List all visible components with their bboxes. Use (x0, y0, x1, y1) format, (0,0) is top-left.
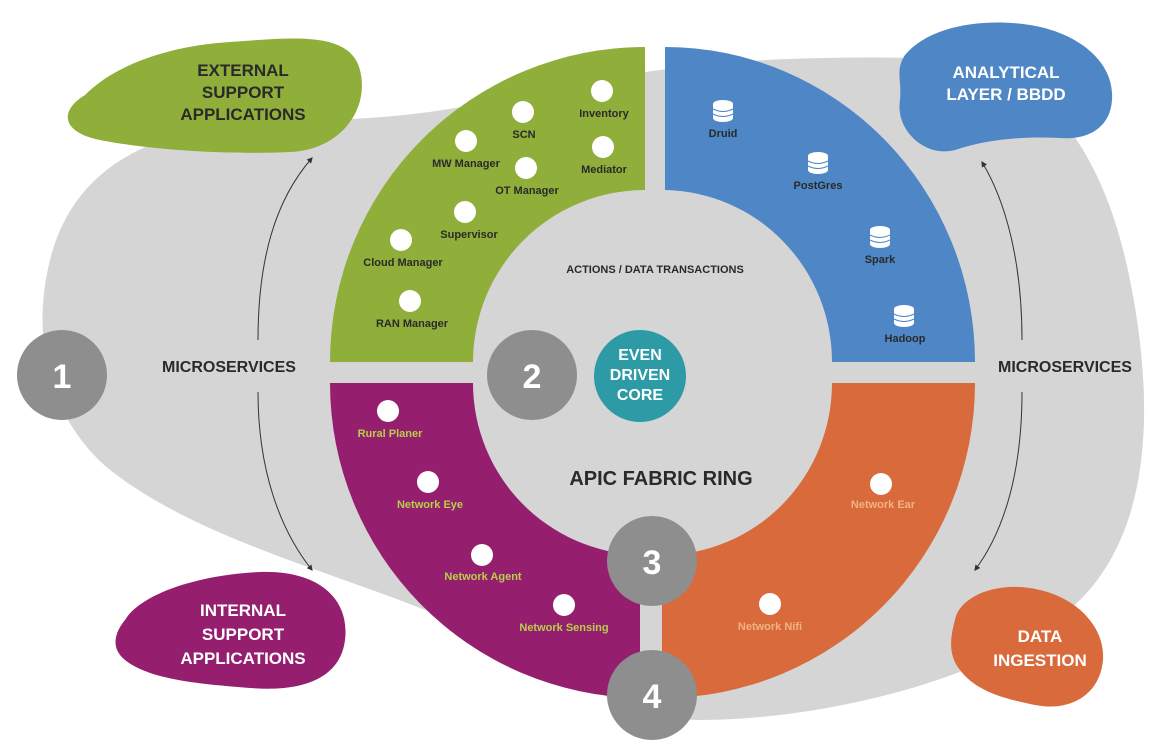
microservices-right: MICROSERVICES (998, 359, 1132, 376)
green-node-ot-manager: OT Manager (495, 157, 559, 197)
svg-text:RAN Manager: RAN Manager (376, 318, 449, 330)
actions-label: ACTIONS / DATA TRANSACTIONS (566, 264, 744, 276)
blue-node-hadoop: Hadoop (885, 305, 926, 345)
ingestion-label: DATA INGESTION (993, 627, 1087, 670)
database-icon (712, 100, 734, 122)
blue-quadrant (665, 47, 975, 362)
svg-text:LAYER / BBDD: LAYER / BBDD (946, 85, 1065, 104)
svg-text:Druid: Druid (709, 128, 738, 140)
internal-label: INTERNAL SUPPORT APPLICATIONS (180, 601, 305, 668)
svg-text:Network Sensing: Network Sensing (519, 622, 608, 634)
green-node-inventory: Inventory (579, 80, 630, 120)
svg-text:Network Eye: Network Eye (397, 499, 463, 511)
svg-text:Network Nifi: Network Nifi (738, 621, 802, 633)
database-icon (869, 226, 891, 248)
number-2: 2 (487, 330, 577, 420)
blue-node-postgres: PostGres (794, 152, 843, 192)
svg-text:Hadoop: Hadoop (885, 333, 926, 345)
right-arrow-up (981, 160, 1023, 341)
core-circle (594, 330, 686, 422)
green-quadrant (330, 47, 645, 362)
analytical-label: ANALYTICAL LAYER / BBDD (946, 63, 1065, 104)
svg-text:Network Ear: Network Ear (851, 499, 916, 511)
blue-node-druid: Druid (709, 100, 738, 140)
internal-blob (115, 571, 346, 689)
analytical-blob (899, 22, 1113, 152)
svg-text:CORE: CORE (617, 387, 664, 404)
svg-text:ANALYTICAL: ANALYTICAL (952, 63, 1059, 82)
svg-text:EVEN: EVEN (618, 347, 662, 364)
svg-text:MW Manager: MW Manager (432, 158, 501, 170)
purple-node-network-eye: Network Eye (397, 471, 463, 511)
purple-node-rural-planer: Rural Planer (358, 400, 424, 440)
green-node-supervisor: Supervisor (440, 201, 498, 241)
orange-quadrant (662, 383, 975, 698)
svg-text:1: 1 (53, 358, 72, 396)
green-node-cloud-manager: Cloud Manager (363, 229, 443, 269)
ring-label: APIC FABRIC RING (569, 468, 752, 490)
green-node-ran-manager: RAN Manager (376, 290, 449, 330)
svg-text:Supervisor: Supervisor (440, 229, 498, 241)
svg-text:APPLICATIONS: APPLICATIONS (180, 649, 305, 668)
svg-text:3: 3 (643, 544, 662, 582)
blue-node-spark: Spark (865, 226, 896, 266)
right-arrow-down (974, 391, 1023, 571)
svg-text:EXTERNAL: EXTERNAL (197, 61, 289, 80)
number-1: 1 (17, 330, 107, 420)
svg-text:PostGres: PostGres (794, 180, 843, 192)
svg-text:OT Manager: OT Manager (495, 185, 559, 197)
database-icon (807, 152, 829, 174)
ingestion-blob (951, 586, 1104, 707)
left-arrow-up (257, 157, 313, 341)
green-node-mediator: Mediator (581, 136, 628, 176)
core-label: EVEN DRIVEN CORE (610, 347, 670, 404)
purple-node-network-agent: Network Agent (444, 544, 522, 583)
external-label: EXTERNAL SUPPORT APPLICATIONS (180, 61, 305, 124)
external-blob (67, 38, 362, 153)
svg-text:Inventory: Inventory (579, 108, 629, 120)
svg-text:SUPPORT: SUPPORT (202, 625, 285, 644)
number-4: 4 (607, 650, 697, 740)
svg-text:4: 4 (643, 678, 662, 716)
purple-node-network-sensing: Network Sensing (519, 594, 609, 634)
svg-text:INTERNAL: INTERNAL (200, 601, 286, 620)
orange-node-network-nifi: Network Nifi (738, 593, 802, 633)
number-3: 3 (607, 516, 697, 606)
svg-text:Rural Planer: Rural Planer (358, 428, 424, 440)
svg-text:SCN: SCN (512, 129, 535, 141)
microservices-left: MICROSERVICES (162, 359, 296, 376)
svg-text:Spark: Spark (865, 254, 896, 266)
svg-text:INGESTION: INGESTION (993, 651, 1087, 670)
svg-text:APPLICATIONS: APPLICATIONS (180, 105, 305, 124)
svg-text:Cloud Manager: Cloud Manager (363, 257, 443, 269)
green-node-mw-manager: MW Manager (432, 130, 501, 170)
svg-text:Network Agent: Network Agent (444, 571, 522, 583)
svg-text:DRIVEN: DRIVEN (610, 367, 670, 384)
purple-quadrant (330, 383, 640, 698)
svg-text:Mediator: Mediator (581, 164, 628, 176)
green-node-scn: SCN (512, 101, 536, 141)
left-arrow-down (257, 391, 313, 571)
svg-text:SUPPORT: SUPPORT (202, 83, 285, 102)
svg-text:2: 2 (523, 358, 542, 396)
database-icon (893, 305, 915, 327)
orange-node-network-ear: Network Ear (851, 473, 916, 511)
svg-text:DATA: DATA (1018, 627, 1063, 646)
